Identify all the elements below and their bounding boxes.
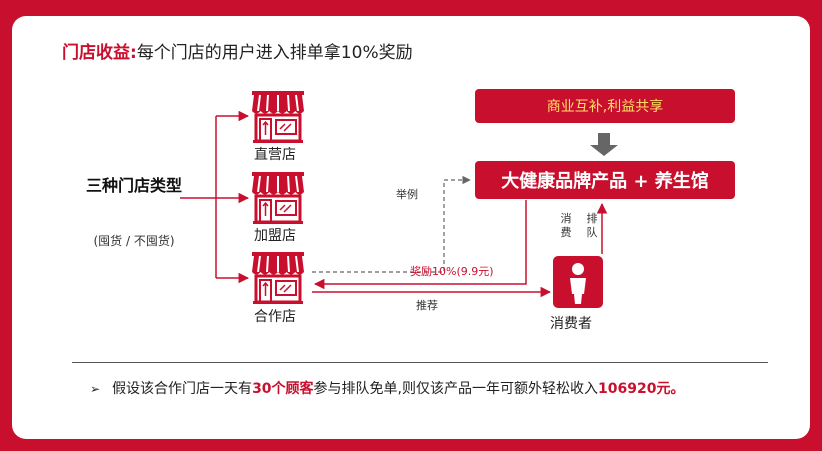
bullet-icon: ➢ xyxy=(90,382,101,396)
store-types-label: 三种门店类型 xyxy=(85,176,182,195)
banner-box: 商业互补,利益共享 xyxy=(475,89,735,123)
store-label-franchise: 加盟店 xyxy=(254,228,296,244)
product-text: 大健康品牌产品 + 养生馆 xyxy=(501,171,709,192)
reward-arrow xyxy=(313,200,527,290)
down-arrow-shaft xyxy=(598,133,610,145)
note-pre: 假设该合作门店一天有 xyxy=(112,381,253,397)
product-box: 大健康品牌产品 + 养生馆 xyxy=(475,161,735,199)
person-icon xyxy=(553,256,603,308)
note-highlight-income: 106920元。 xyxy=(598,381,685,397)
store-types-sub: (囤货 / 不囤货) xyxy=(93,234,175,248)
store-icon-partner xyxy=(250,250,306,306)
consumer-label: 消费者 xyxy=(550,316,592,332)
bottom-note: ➢ 假设该合作门店一天有30个顾客参与排队免单,则仅该产品一年可额外轻松收入106… xyxy=(90,378,684,398)
title-highlight: 门店收益: xyxy=(62,43,137,63)
divider xyxy=(72,362,768,363)
store-label-direct: 直营店 xyxy=(254,147,296,163)
banner-text: 商业互补,利益共享 xyxy=(546,99,664,115)
store-label-partner: 合作店 xyxy=(254,309,296,325)
page-title: 门店收益:每个门店的用户进入排单拿10%奖励 xyxy=(62,38,413,63)
edge-label-example: 举例 xyxy=(396,188,418,201)
slide-card: 门店收益:每个门店的用户进入排单拿10%奖励 xyxy=(12,16,810,439)
note-highlight-customers: 30个顾客 xyxy=(252,381,314,397)
down-arrow-head xyxy=(590,145,618,156)
store-icon-direct xyxy=(250,89,306,145)
flow-diagram xyxy=(180,89,618,308)
edge-label-recommend: 推荐 xyxy=(416,299,438,312)
store-icon-franchise xyxy=(250,170,306,226)
edge-label-reward: 奖励10%(9.9元) xyxy=(410,265,494,278)
title-text: 每个门店的用户进入排单拿10%奖励 xyxy=(136,43,413,63)
edge-label-consume: 消费 xyxy=(560,212,572,239)
example-arrow xyxy=(312,175,471,273)
note-mid: 参与排队免单,则仅该产品一年可额外轻松收入 xyxy=(313,381,598,397)
edge-label-queue: 排队 xyxy=(586,212,598,239)
